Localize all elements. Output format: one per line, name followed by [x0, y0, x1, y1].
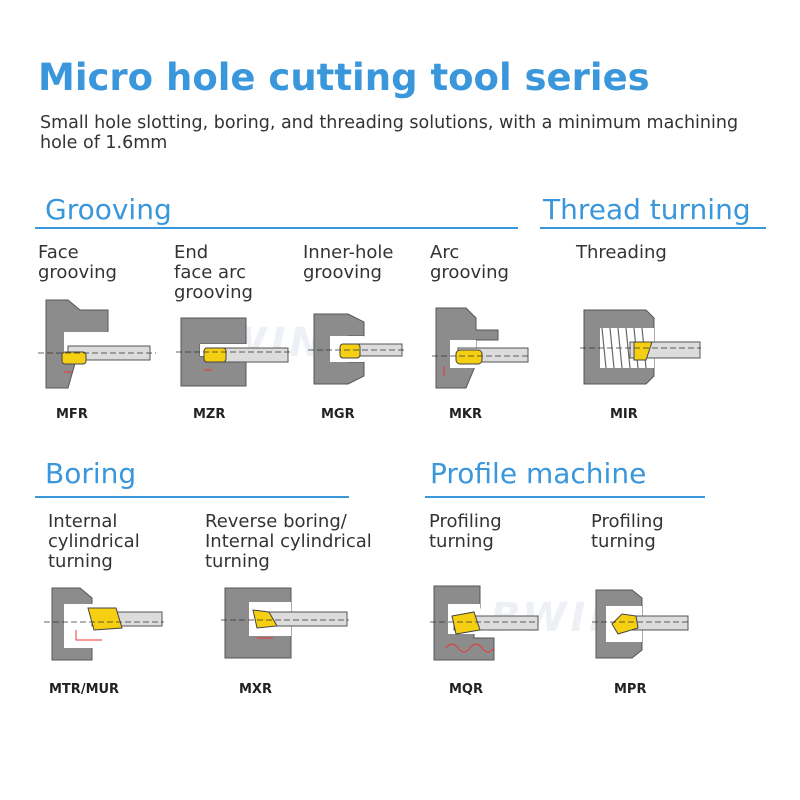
mpr-tool-illustration: [592, 589, 690, 659]
tool-label-arc-grooving: Arc grooving: [430, 242, 509, 283]
mir-tool-illustration: [580, 309, 701, 385]
tool-code-mtr-mur: MTR/MUR: [49, 682, 120, 697]
section-thread-turning: Thread turning: [543, 193, 751, 226]
divider: [35, 496, 349, 498]
tool-label-internal-cylindrical-turning: Internal cylindrical turning: [48, 511, 140, 572]
divider: [425, 496, 705, 498]
tool-code-mpr: MPR: [614, 682, 647, 697]
mqr-tool-illustration: [430, 585, 539, 661]
tool-code-mir: MIR: [610, 407, 638, 422]
mtr-tool-illustration: [44, 587, 164, 661]
tool-code-mkr: MKR: [449, 407, 483, 422]
section-boring: Boring: [45, 457, 137, 490]
tool-code-mfr: MFR: [56, 407, 88, 422]
section-profile-machine: Profile machine: [430, 457, 647, 490]
divider: [35, 227, 518, 229]
divider: [540, 227, 766, 229]
tool-code-mzr: MZR: [193, 407, 226, 422]
tool-label-inner-hole-grooving: Inner-hole grooving: [303, 242, 394, 283]
mxr-tool-illustration: [221, 587, 349, 659]
tool-label-end-face-arc-grooving: End face arc grooving: [174, 242, 253, 303]
page-title: Micro hole cutting tool series: [38, 56, 650, 99]
mgr-tool-illustration: [308, 313, 404, 385]
tool-code-mgr: MGR: [321, 407, 355, 422]
section-grooving: Grooving: [45, 193, 172, 226]
page-subtitle: Small hole slotting, boring, and threadi…: [40, 113, 739, 153]
tool-label-profiling-turning-mqr: Profiling turning: [429, 511, 502, 552]
tool-label-threading: Threading: [576, 242, 667, 263]
mfr-tool-illustration: [38, 299, 156, 389]
tool-label-reverse-boring: Reverse boring/ Internal cylindrical tur…: [205, 511, 372, 572]
tool-code-mqr: MQR: [449, 682, 483, 697]
tool-label-profiling-turning-mpr: Profiling turning: [591, 511, 664, 552]
tool-code-mxr: MXR: [239, 682, 272, 697]
tool-label-face-grooving: Face grooving: [38, 242, 117, 283]
mzr-tool-illustration: [176, 317, 290, 387]
mkr-tool-illustration: [432, 307, 530, 389]
